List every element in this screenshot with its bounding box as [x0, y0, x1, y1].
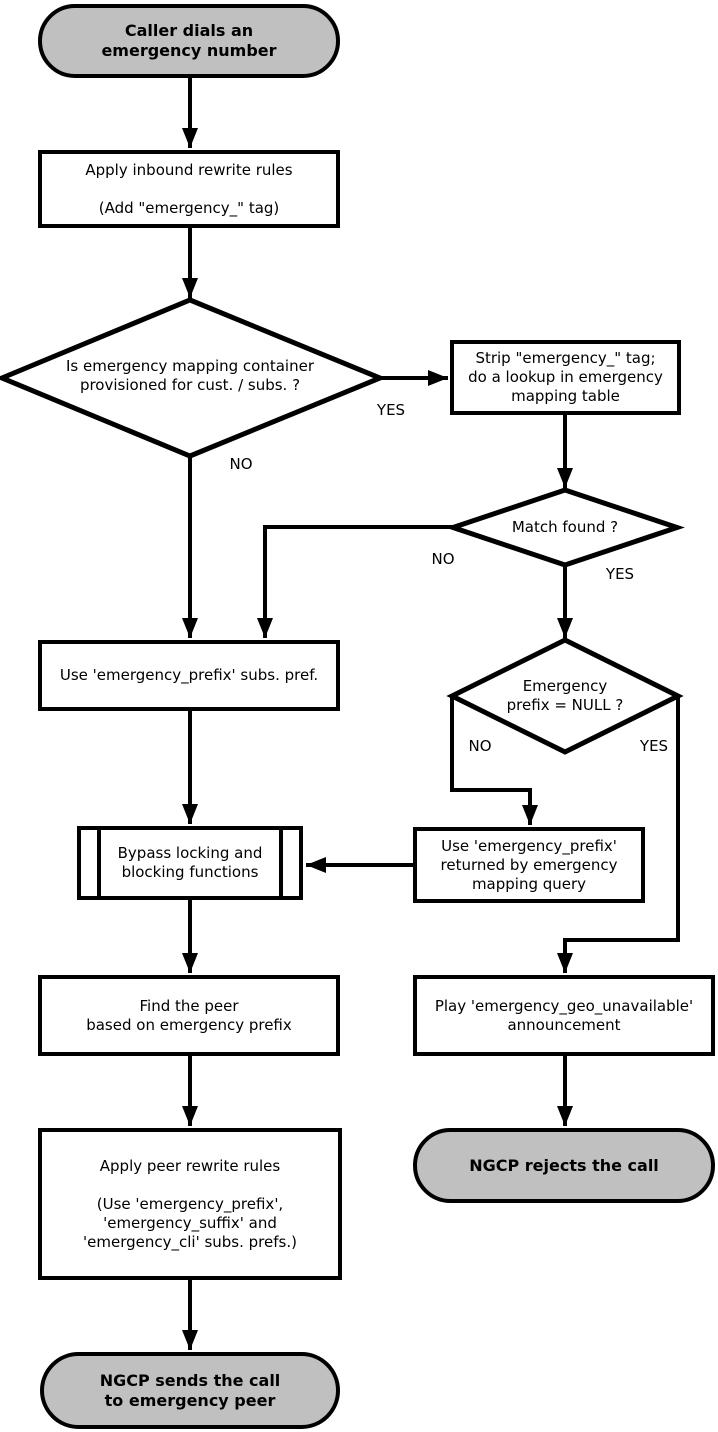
text-line: Is emergency mapping container [65, 357, 314, 375]
text-line: based on emergency prefix [86, 1015, 292, 1034]
text-line: Caller dials an [124, 21, 254, 40]
text-line: announcement [507, 1015, 621, 1034]
text-line: blocking functions [121, 863, 259, 881]
process-apply-peer-rewrite: Apply peer rewrite rules (Use 'emergency… [38, 1128, 342, 1280]
text-line: (Use 'emergency_prefix', [96, 1194, 284, 1213]
decision-mapping-provisioned-label: Is emergency mapping container provision… [40, 357, 340, 395]
edge-null-no-to-use-prefix-returned [450, 696, 538, 825]
edge-label-null-no: NO [468, 737, 492, 755]
text-line: Match found ? [511, 518, 619, 536]
text-line: mapping query [471, 874, 587, 893]
decision-prefix-null-label: Emergency prefix = NULL ? [465, 677, 665, 715]
text-line: prefix = NULL ? [506, 696, 624, 714]
terminal-ngcp-rejects: NGCP rejects the call [413, 1128, 715, 1203]
process-use-prefix-returned: Use 'emergency_prefix' returned by emerg… [413, 827, 645, 903]
terminal-start: Caller dials an emergency number [38, 4, 340, 78]
edge-label-mapping-no: NO [229, 455, 253, 473]
text-line: 'emergency_cli' subs. prefs.) [83, 1232, 297, 1251]
process-find-peer: Find the peer based on emergency prefix [38, 975, 340, 1056]
edge-label-mapping-yes: YES [376, 401, 406, 419]
text-line: Emergency [522, 677, 608, 695]
text-line: Bypass locking and [117, 844, 263, 862]
text-line: NGCP rejects the call [469, 1155, 659, 1175]
text-line: provisioned for cust. / subs. ? [79, 376, 301, 394]
text-line: Apply inbound rewrite rules [85, 160, 293, 179]
process-use-prefix-subs-pref: Use 'emergency_prefix' subs. pref. [38, 640, 340, 711]
text-line: Use 'emergency_prefix' subs. pref. [59, 666, 319, 684]
subroutine-bar-right [279, 830, 283, 896]
subroutine-bypass-locking-blocking: Bypass locking and blocking functions [77, 826, 303, 900]
decision-match-found-label: Match found ? [465, 518, 665, 537]
text-line: NGCP sends the call [99, 1370, 281, 1390]
decision-mapping-provisioned [0, 297, 387, 459]
text-line: Use 'emergency_prefix' [441, 836, 617, 855]
text-line: returned by emergency [440, 855, 618, 874]
subroutine-bar-left [97, 830, 101, 896]
edge-label-match-yes: YES [605, 565, 635, 583]
decision-prefix-null [446, 637, 684, 755]
text-line: Find the peer [139, 996, 239, 1015]
text-line: Apply peer rewrite rules [99, 1156, 281, 1175]
process-apply-inbound-rewrite: Apply inbound rewrite rules (Add "emerge… [38, 150, 340, 228]
text-line: (Add "emergency_" tag) [98, 198, 280, 217]
text-line: Strip "emergency_" tag; [475, 349, 656, 367]
text-line: Play 'emergency_geo_unavailable' [434, 996, 694, 1015]
text-line: 'emergency_suffix' and [103, 1213, 277, 1232]
edge-null-yes-to-play-announcement [557, 696, 680, 973]
text-line: mapping table [511, 387, 620, 405]
text-line: emergency number [101, 41, 277, 60]
edge-label-null-yes: YES [639, 737, 669, 755]
edge-label-match-no: NO [431, 550, 455, 568]
text-line: to emergency peer [104, 1390, 276, 1410]
process-play-announcement: Play 'emergency_geo_unavailable' announc… [413, 975, 715, 1056]
text-line: do a lookup in emergency [468, 368, 663, 386]
edge-match-no-to-use-prefix-subs [257, 525, 455, 638]
process-strip-tag-lookup: Strip "emergency_" tag; do a lookup in e… [450, 340, 681, 415]
decision-match-found [445, 487, 685, 568]
terminal-ngcp-sends: NGCP sends the call to emergency peer [40, 1352, 340, 1429]
